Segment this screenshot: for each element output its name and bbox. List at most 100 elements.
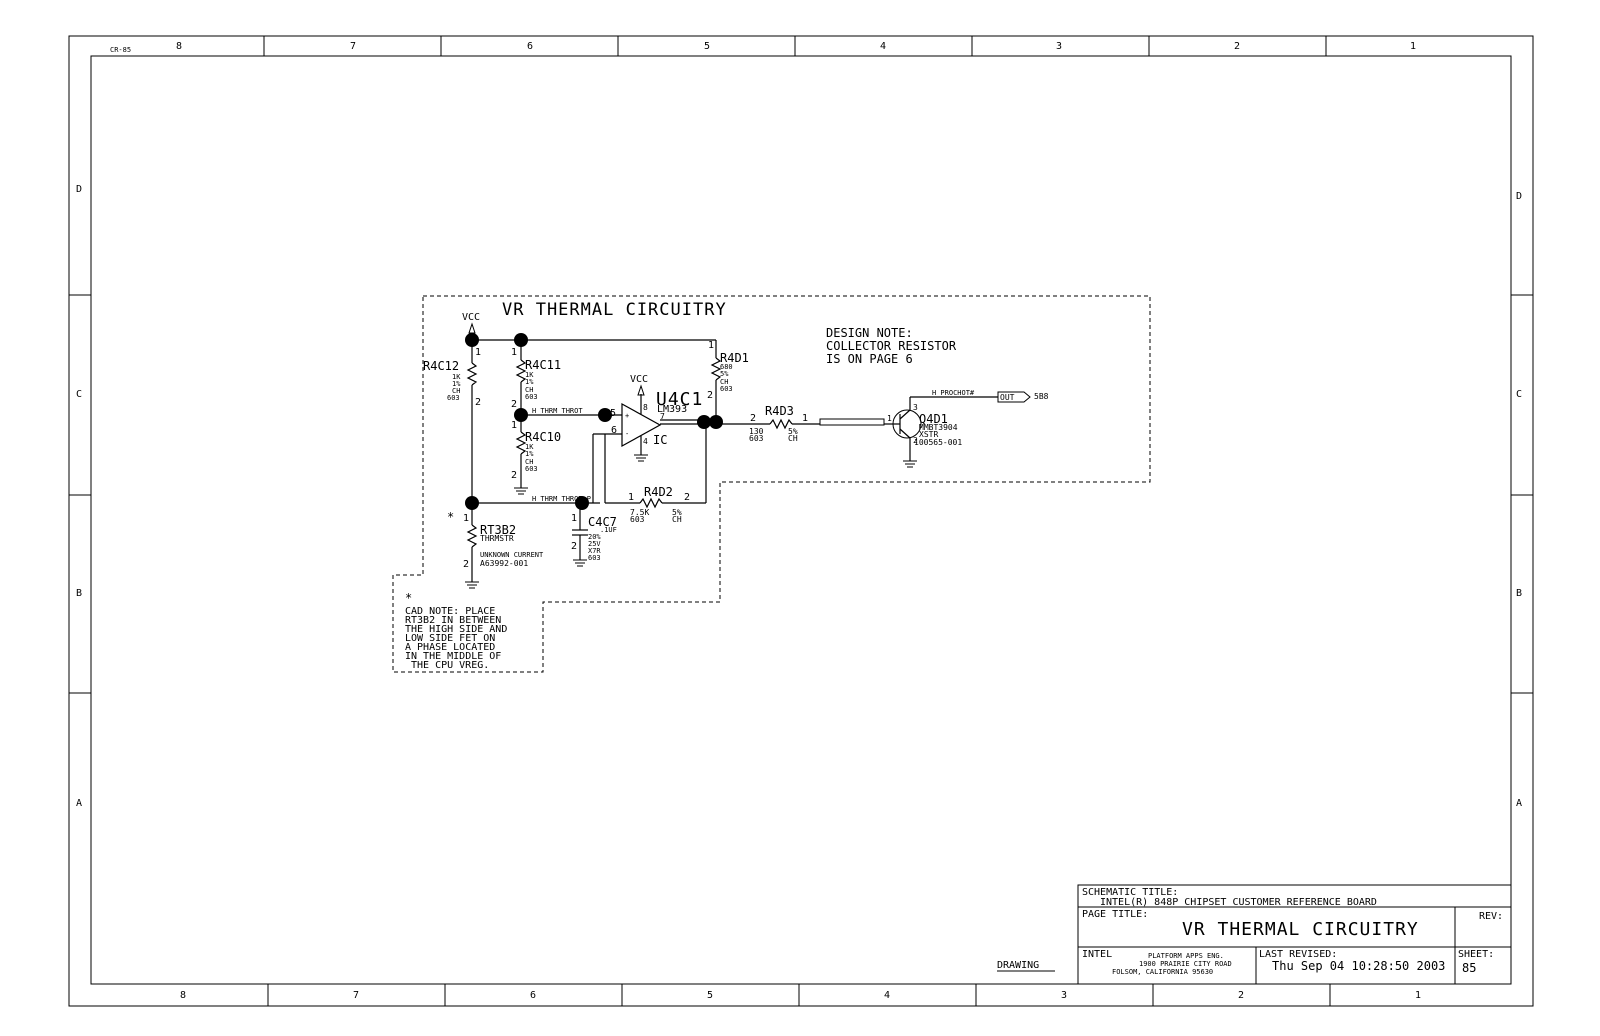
svg-text:2: 2 — [463, 559, 469, 570]
right-row-b: B — [1516, 588, 1522, 599]
thermistor-rt3b2: * RT3B2 THRMSTR UNKNOWN CURRENT A63992-0… — [447, 503, 544, 589]
bottom-col-5: 5 — [707, 990, 713, 1001]
svg-text:CH: CH — [672, 515, 682, 524]
title-block: SCHEMATIC TITLE: INTEL(R) 848P CHIPSET C… — [1077, 884, 1512, 985]
transistor-q4d1: Q4D1 MMBT3904 XSTR 100565-001 3 1 2 — [887, 397, 962, 468]
top-col-2: 2 — [1234, 41, 1240, 52]
drawing-label: DRAWING — [997, 960, 1039, 971]
address-line-1: PLATFORM APPS ENG. — [1148, 952, 1224, 960]
svg-text:2: 2 — [511, 470, 517, 481]
svg-text:CH: CH — [525, 386, 533, 394]
svg-text:+: + — [625, 412, 629, 420]
top-col-8: 8 — [176, 41, 182, 52]
svg-text:4: 4 — [643, 437, 648, 446]
svg-text:7: 7 — [660, 412, 665, 421]
svg-text:6: 6 — [611, 425, 617, 436]
svg-text:.1UF: .1UF — [600, 526, 617, 534]
svg-text:U4C1: U4C1 — [656, 389, 703, 410]
address-line-2: 1900 PRAIRIE CITY ROAD — [1139, 960, 1232, 968]
svg-text:CH: CH — [452, 387, 460, 395]
rev-label: REV: — [1479, 911, 1503, 922]
svg-text:*: * — [405, 591, 412, 605]
svg-text:X7R: X7R — [588, 547, 601, 555]
svg-text:1: 1 — [571, 513, 577, 524]
svg-text:R4C11: R4C11 — [525, 358, 561, 372]
svg-text:603: 603 — [588, 554, 601, 562]
svg-text:H_THRM_THROT_: H_THRM_THROT_ — [532, 407, 588, 415]
svg-text:5%: 5% — [788, 427, 798, 436]
left-row-c: C — [76, 389, 82, 400]
svg-text:CH: CH — [525, 458, 533, 466]
svg-text:25V: 25V — [588, 540, 601, 548]
resistor-r4d2: R4D2 1 2 7.5K 603 5% CH — [628, 485, 690, 524]
net-h-thrm-throt-p: H_THRM_THROT_P — [472, 433, 622, 504]
bottom-col-3: 3 — [1061, 990, 1067, 1001]
svg-text:R4C12: R4C12 — [423, 359, 459, 373]
bottom-col-1: 1 — [1415, 990, 1421, 1001]
sheet-label: SHEET: — [1458, 949, 1494, 960]
prochot-output-port: H_PROCHOT# OUT 5B8 — [910, 389, 1049, 403]
svg-text:603: 603 — [525, 393, 538, 401]
svg-text:CH: CH — [720, 378, 728, 386]
top-col-7: 7 — [350, 41, 356, 52]
svg-text:5: 5 — [610, 408, 616, 419]
svg-text:1: 1 — [708, 340, 714, 351]
svg-text:VCC: VCC — [630, 374, 648, 385]
side-zone-ticks — [69, 294, 1533, 694]
svg-text:1K: 1K — [525, 371, 534, 379]
svg-text:5B8: 5B8 — [1034, 392, 1049, 401]
svg-text:5%: 5% — [672, 508, 682, 517]
svg-text:THE HIGH SIDE AND: THE HIGH SIDE AND — [405, 624, 507, 635]
block-title: VR THERMAL CIRCUITRY — [502, 300, 727, 320]
svg-text:2: 2 — [475, 397, 481, 408]
svg-text:2: 2 — [511, 399, 517, 410]
svg-text:5%: 5% — [720, 370, 729, 378]
svg-text:680: 680 — [720, 363, 733, 371]
bottom-col-8: 8 — [180, 990, 186, 1001]
svg-text:20%: 20% — [588, 533, 601, 541]
series-element — [819, 418, 885, 426]
junction-dots — [465, 333, 723, 510]
svg-text:130: 130 — [749, 427, 764, 436]
left-row-d: D — [76, 184, 82, 195]
svg-text:C4C7: C4C7 — [588, 515, 617, 529]
svg-text:XSTR: XSTR — [919, 430, 938, 439]
bottom-col-2: 2 — [1238, 990, 1244, 1001]
last-revised: Thu Sep 04 10:28:50 2003 — [1272, 959, 1445, 973]
svg-text:VCC: VCC — [462, 312, 480, 323]
bottom-col-7: 7 — [353, 990, 359, 1001]
vcc-symbol-opamp: VCC — [630, 374, 648, 396]
svg-text:603: 603 — [630, 515, 645, 524]
top-col-3: 3 — [1056, 41, 1062, 52]
design-note-line-3: IS ON PAGE 6 — [826, 352, 913, 366]
left-row-a: A — [76, 798, 82, 809]
svg-text:R4D3: R4D3 — [765, 404, 794, 418]
corner-tag: CR-85 — [110, 46, 131, 54]
resistor-r4c12: R4C12 1K 1% CH 603 1 2 — [423, 340, 481, 503]
page-title: VR THERMAL CIRCUITRY — [1182, 919, 1419, 940]
svg-text:1: 1 — [511, 347, 517, 358]
right-row-c: C — [1516, 389, 1522, 400]
svg-text:RT3B2 IN BETWEEN: RT3B2 IN BETWEEN — [405, 615, 501, 626]
svg-text:2: 2 — [684, 492, 690, 503]
svg-text:CH: CH — [788, 434, 798, 443]
company: INTEL — [1082, 949, 1112, 960]
schematic-title-label: SCHEMATIC TITLE: — [1082, 887, 1178, 898]
svg-text:603: 603 — [720, 385, 733, 393]
svg-text:1: 1 — [511, 420, 517, 431]
svg-text:2: 2 — [913, 436, 918, 445]
svg-text:3: 3 — [913, 403, 918, 412]
top-zone-ticks — [263, 36, 1327, 56]
svg-text:8: 8 — [643, 403, 648, 412]
svg-text:A63992-001: A63992-001 — [480, 559, 528, 568]
svg-text:2: 2 — [707, 390, 713, 401]
svg-text:THE CPU VREG.: THE CPU VREG. — [411, 660, 489, 671]
last-revised-label: LAST REVISED: — [1259, 949, 1337, 960]
sheet-number: 85 — [1462, 961, 1476, 975]
design-note-line-1: DESIGN NOTE: — [826, 326, 913, 340]
svg-text:2: 2 — [750, 413, 756, 424]
svg-text:CAD NOTE: PLACE: CAD NOTE: PLACE — [405, 606, 495, 617]
resistor-r4d3: R4D3 2 1 130 603 5% CH — [716, 404, 820, 443]
svg-text:OUT: OUT — [1000, 393, 1015, 402]
svg-text:603: 603 — [749, 434, 764, 443]
